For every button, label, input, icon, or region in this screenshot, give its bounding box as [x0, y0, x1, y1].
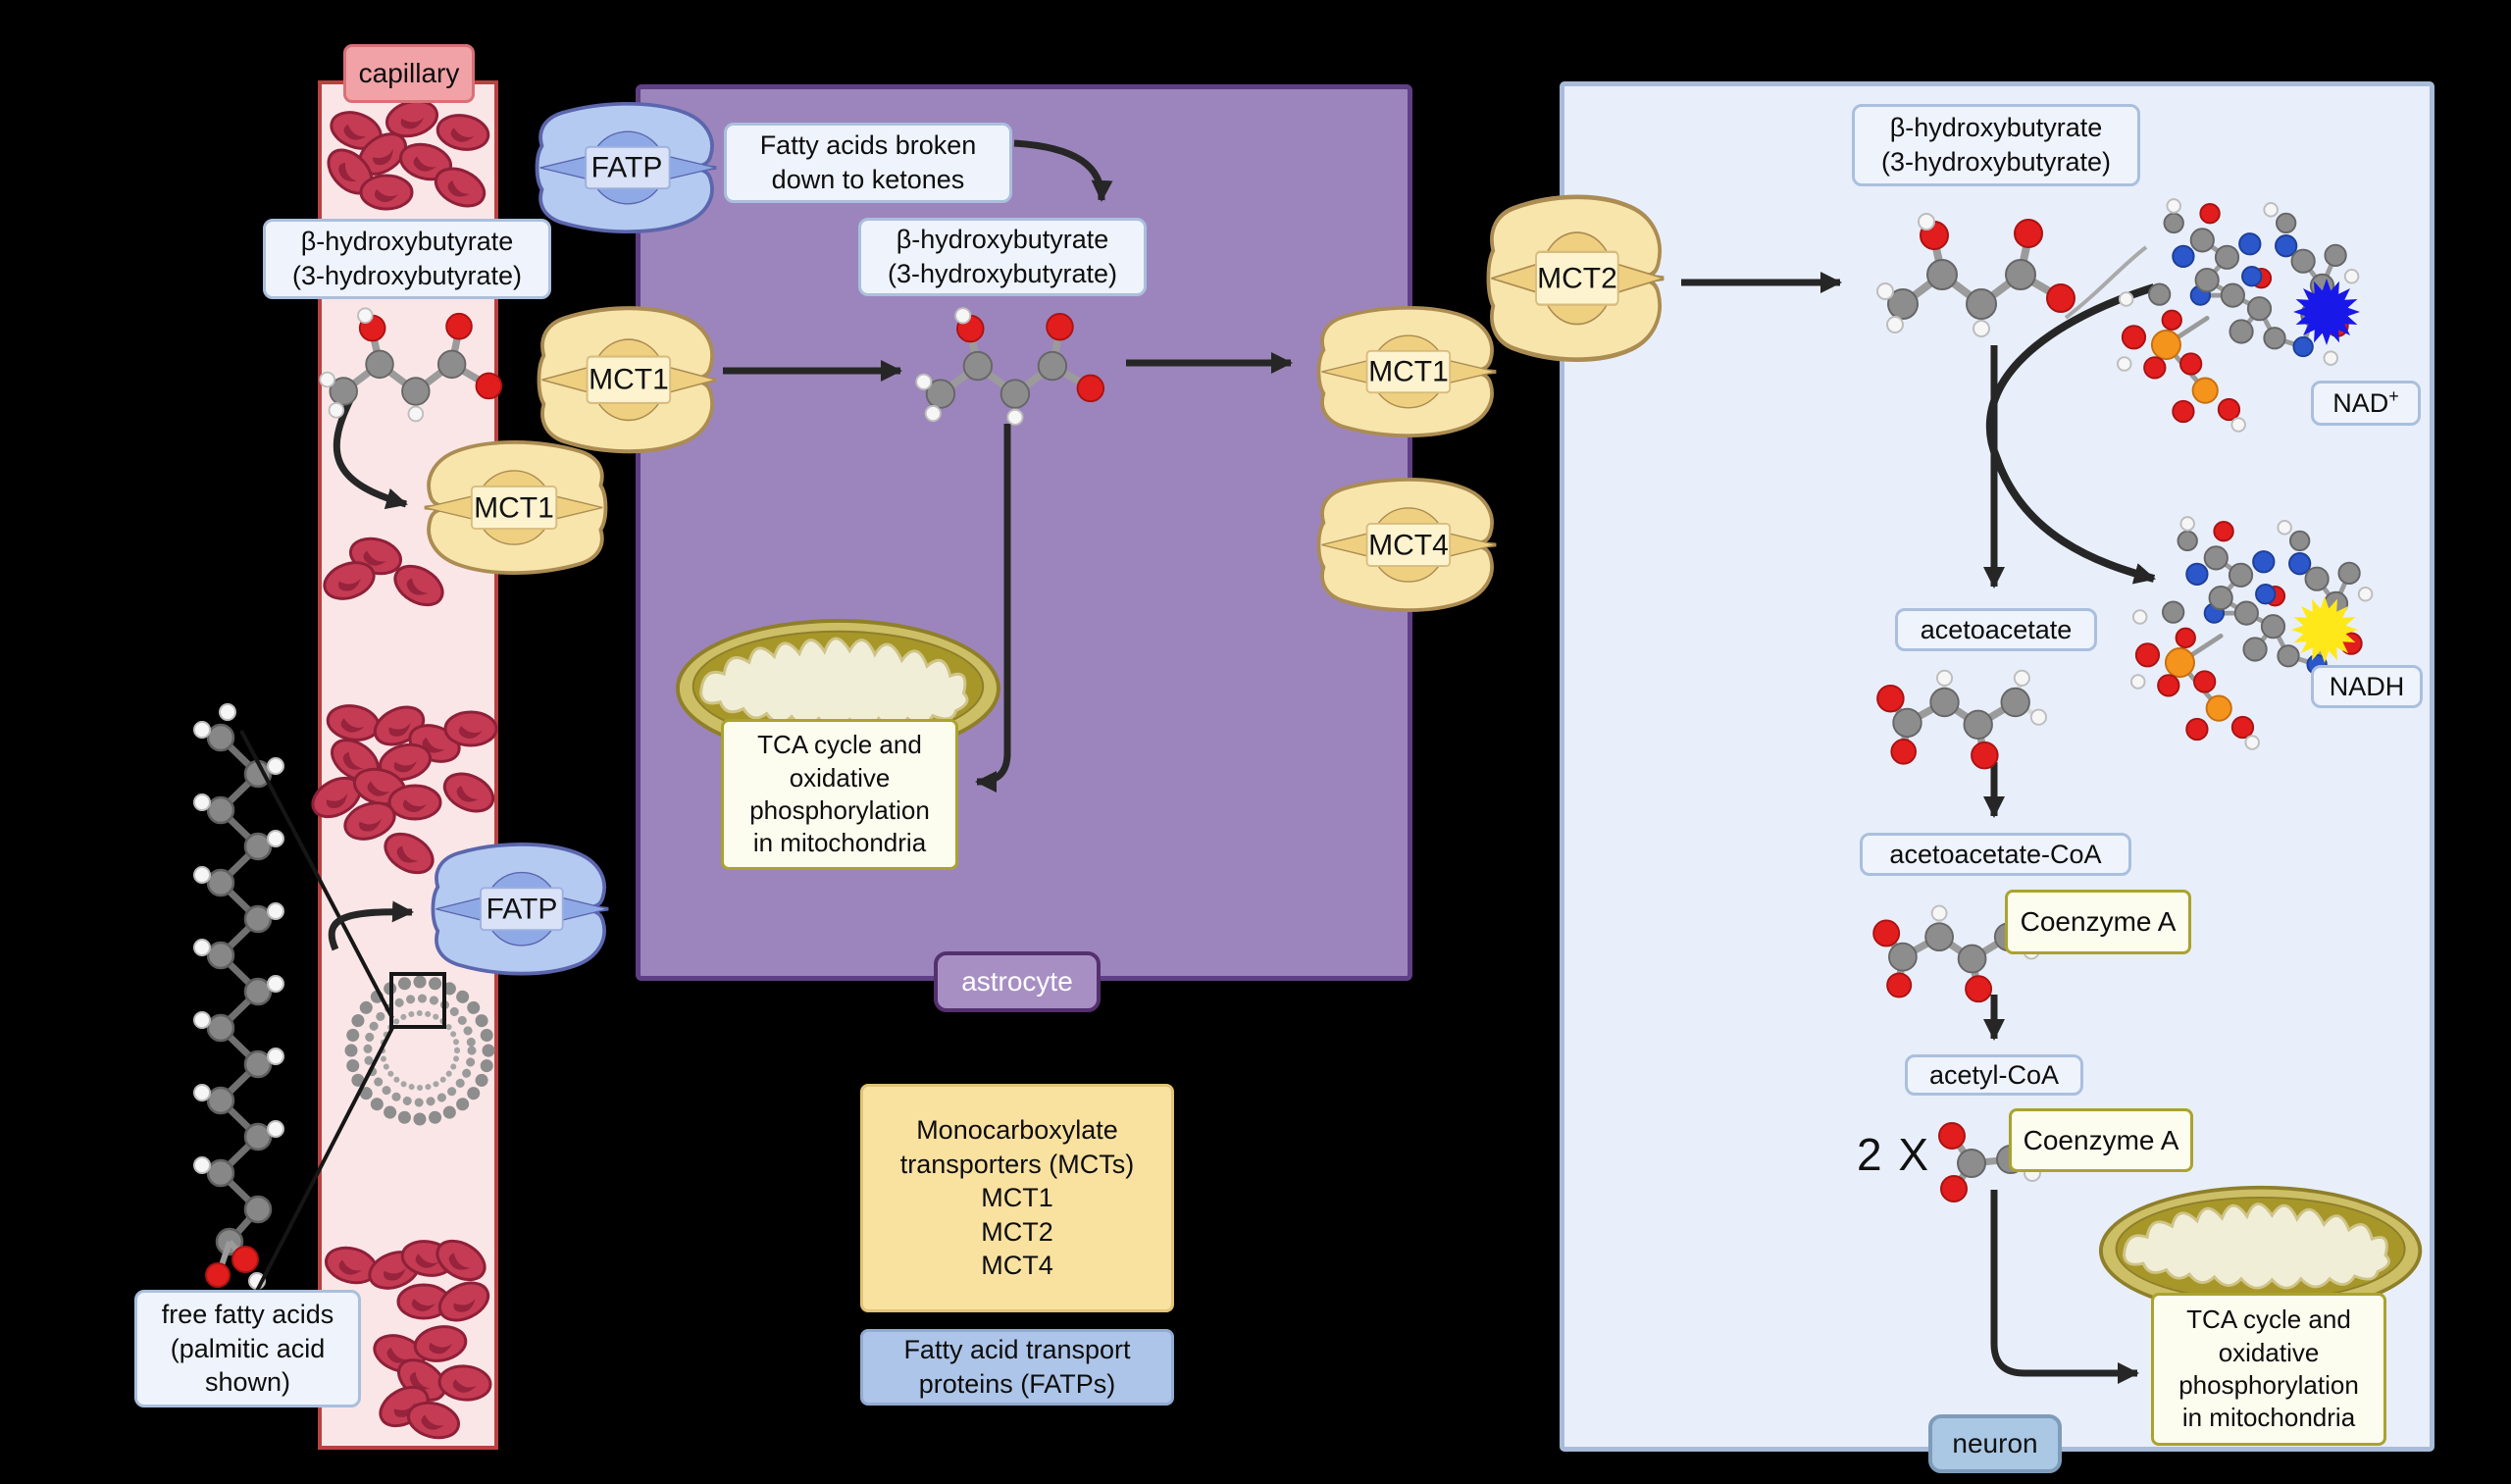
- tca-astro-line3: phosphorylation: [749, 795, 930, 825]
- bhb-label-neuron: β-hydroxybutyrate (3-hydroxybutyrate): [1852, 104, 2140, 186]
- legend-mct-box: Monocarboxylate transporters (MCTs) MCT1…: [860, 1084, 1174, 1312]
- coenzyme-a-box-2: Coenzyme A: [2009, 1108, 2193, 1172]
- legend-mct-line2: transporters (MCTs): [899, 1149, 1135, 1179]
- bhb-label-astrocyte-line1: β-hydroxybutyrate: [896, 225, 1109, 255]
- legend-mct-item1: MCT1: [981, 1183, 1053, 1213]
- acetyl-coa-label: acetyl-CoA: [1905, 1054, 2083, 1096]
- coenzyme-a-text-1: Coenzyme A: [2020, 906, 2177, 938]
- acetoacetate-text: acetoacetate: [1920, 614, 2073, 644]
- fatty-acids-line1: Fatty acids broken: [759, 130, 977, 161]
- fatty-acids-broken-label: Fatty acids broken down to ketones: [724, 123, 1012, 203]
- bhb-label-capillary-line1: β-hydroxybutyrate: [300, 227, 514, 257]
- multiplier-2x: 2 X: [1857, 1129, 1931, 1180]
- tca-neuron-line3: phosphorylation: [2178, 1370, 2359, 1400]
- nadh-label-text: NADH: [2329, 671, 2405, 701]
- legend-fatp-box: Fatty acid transport proteins (FATPs): [860, 1329, 1174, 1406]
- bhb-label-capillary-line2: (3-hydroxybutyrate): [291, 261, 523, 290]
- acetoacetate-label: acetoacetate: [1895, 608, 2097, 651]
- bhb-label-neuron-line1: β-hydroxybutyrate: [1889, 113, 2103, 143]
- astrocyte-tag: astrocyte: [934, 951, 1101, 1012]
- tca-neuron-line4: in mitochondria: [2181, 1403, 2356, 1433]
- nad-superscript: +: [2388, 386, 2399, 407]
- coenzyme-a-text-2: Coenzyme A: [2023, 1124, 2179, 1155]
- acetyl-coa-text: acetyl-CoA: [1928, 1059, 2060, 1090]
- acetoacetate-coa-label: acetoacetate-CoA: [1860, 833, 2131, 876]
- capillary-tag: capillary: [343, 44, 475, 103]
- legend-mct-item2: MCT2: [981, 1216, 1053, 1247]
- tca-neuron-line1: TCA cycle and: [2186, 1305, 2351, 1335]
- bhb-label-astrocyte-line2: (3-hydroxybutyrate): [887, 259, 1118, 288]
- bhb-label-neuron-line2: (3-hydroxybutyrate): [1880, 147, 2112, 177]
- tca-astro-line1: TCA cycle and: [757, 730, 922, 760]
- tca-astro-line4: in mitochondria: [752, 828, 927, 858]
- bhb-label-astrocyte: β-hydroxybutyrate (3-hydroxybutyrate): [858, 218, 1147, 296]
- ffa-line1: free fatty acids: [161, 1300, 334, 1330]
- ffa-line3: shown): [204, 1367, 291, 1398]
- fatty-acids-line2: down to ketones: [771, 165, 965, 194]
- tca-neuron-line2: oxidative: [2218, 1337, 2320, 1367]
- nad-label-text: NAD+: [2332, 385, 2399, 421]
- legend-mct-line1: Monocarboxylate: [916, 1115, 1118, 1146]
- bhb-label-capillary: β-hydroxybutyrate (3-hydroxybutyrate): [263, 219, 551, 299]
- legend-fatp-line1: Fatty acid transport: [903, 1335, 1131, 1365]
- nad-label: NAD+: [2311, 381, 2421, 426]
- neuron-region: [1560, 81, 2434, 1452]
- tca-box-neuron: TCA cycle and oxidative phosphorylation …: [2151, 1293, 2386, 1446]
- legend-fatp-line2: proteins (FATPs): [918, 1369, 1116, 1399]
- neuron-tag: neuron: [1928, 1414, 2062, 1473]
- tca-box-astrocyte: TCA cycle and oxidative phosphorylation …: [721, 719, 958, 870]
- nadh-label: NADH: [2311, 665, 2423, 708]
- palmitic-acid-molecule: [193, 703, 284, 1290]
- tca-astro-line2: oxidative: [789, 762, 891, 793]
- ffa-line2: (palmitic acid: [170, 1333, 326, 1363]
- acetoacetate-coa-text: acetoacetate-CoA: [1889, 839, 2102, 869]
- coenzyme-a-box-1: Coenzyme A: [2005, 890, 2191, 954]
- legend-mct-item3: MCT4: [981, 1251, 1053, 1281]
- nad-base: NAD: [2332, 388, 2389, 419]
- free-fatty-acids-label: free fatty acids (palmitic acid shown): [134, 1290, 361, 1407]
